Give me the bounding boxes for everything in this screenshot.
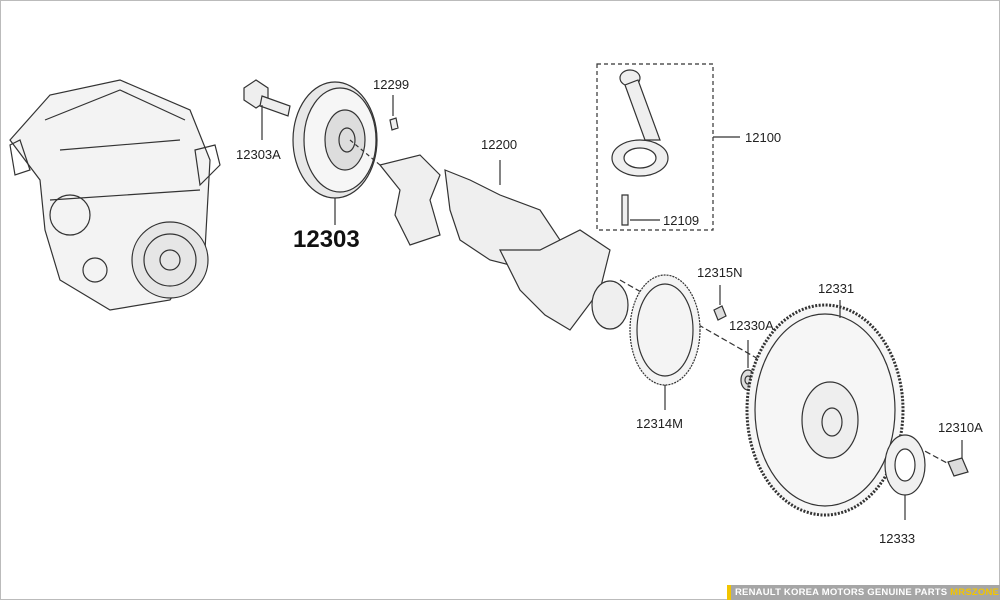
footer-text: RENAULT KOREA MOTORS GENUINE PARTS <box>735 587 948 598</box>
label-12314M[interactable]: 12314M <box>636 416 683 431</box>
crankshaft-12200-image <box>378 154 629 331</box>
label-12310A[interactable]: 12310A <box>938 420 983 435</box>
bolt-12315N-image <box>713 305 727 321</box>
conrod-group-box <box>596 63 714 231</box>
footer-accent-bar <box>727 585 731 600</box>
footer-brand: MRSZONE <box>950 587 1000 598</box>
pulley-12303-image <box>292 81 378 225</box>
bolt-12310A-image <box>947 457 969 477</box>
engine-assembly-image <box>9 79 221 311</box>
label-12303-highlighted[interactable]: 12303 <box>293 226 360 253</box>
flywheel-12331-image <box>745 300 905 517</box>
bolt-12303A-image <box>243 79 291 140</box>
conrod-12100-image <box>611 69 669 226</box>
label-12303A[interactable]: 12303A <box>236 147 281 162</box>
label-12315N[interactable]: 12315N <box>697 265 743 280</box>
label-12331[interactable]: 12331 <box>818 281 855 296</box>
plate-12333-image <box>884 434 926 520</box>
label-12330A[interactable]: 12330A <box>729 318 774 333</box>
label-12109[interactable]: 12109 <box>663 213 700 228</box>
key-12299-image <box>389 117 399 131</box>
label-12200[interactable]: 12200 <box>481 137 518 152</box>
label-12299[interactable]: 12299 <box>373 77 410 92</box>
label-12100[interactable]: 12100 <box>745 130 782 145</box>
footer-banner: RENAULT KOREA MOTORS GENUINE PARTS MRSZO… <box>727 585 1000 600</box>
drive-plate-12314M-image <box>629 274 701 410</box>
label-12333[interactable]: 12333 <box>879 531 916 546</box>
